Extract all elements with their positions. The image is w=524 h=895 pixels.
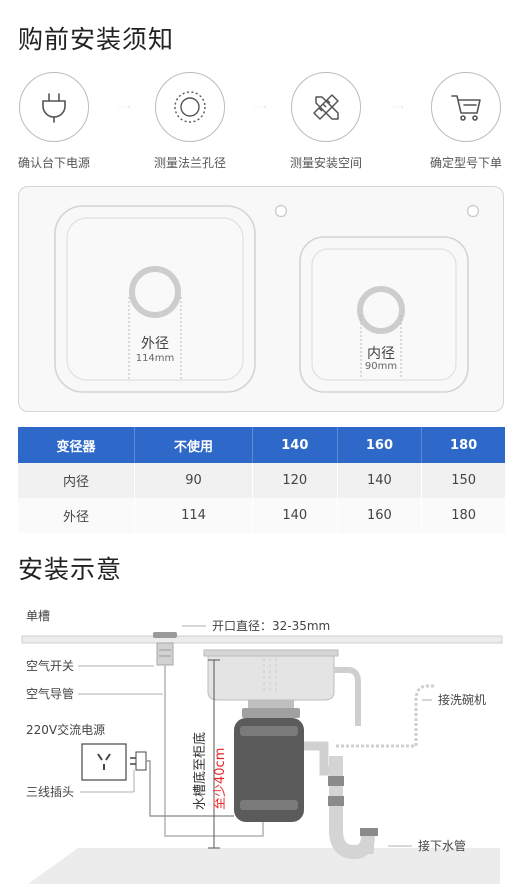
table-row: 外径 114 140 160 180	[18, 498, 505, 533]
section-title-purchase: 购前安装须知	[18, 25, 175, 54]
step-order-label: 确定型号下单	[429, 156, 502, 170]
sink-top-view: 外径 114mm 内径 90mm	[18, 186, 504, 412]
table-header: 变径器	[18, 427, 136, 463]
step-flange-label: 测量法兰孔径	[153, 156, 226, 170]
inner-diameter-value: 90mm	[364, 361, 398, 372]
ruler-pencil-icon	[291, 72, 361, 142]
table-cell: 160	[337, 498, 423, 533]
table-cell: 140	[252, 498, 338, 533]
step-space-label: 测量安装空间	[289, 156, 362, 170]
step-power: 确认台下电源	[4, 72, 104, 171]
flange-icon	[155, 72, 225, 142]
drain-pipe-label: 接下水管	[418, 838, 466, 853]
step-flange: 测量法兰孔径	[140, 72, 240, 171]
cart-icon	[431, 72, 501, 142]
air-tube-label: 空气导管	[26, 686, 74, 701]
three-pin-plug-label: 三线插头	[26, 785, 74, 799]
install-diagram: 单槽 开口直径：32-35mm 空气开关 空气导管 220V交流电源 三线插头 …	[18, 596, 508, 888]
table-header-row: 变径器 不使用 140 160 180	[18, 427, 505, 463]
table-header: 160	[337, 427, 423, 463]
steps-row: 确认台下电源 测量法兰孔径 测量安装空间	[0, 72, 524, 172]
table-cell: 外径	[18, 498, 136, 533]
step-order: 确定型号下单	[416, 72, 516, 171]
plug-icon	[19, 72, 89, 142]
table-header: 不使用	[134, 427, 253, 463]
arrow-icon	[254, 106, 267, 108]
table-header: 180	[421, 427, 505, 463]
table-cell: 140	[337, 463, 423, 498]
table-cell: 内径	[18, 463, 136, 498]
power-supply-label: 220V交流电源	[26, 722, 105, 737]
air-switch-label: 空气开关	[26, 658, 74, 673]
table-row: 内径 90 120 140 150	[18, 463, 505, 498]
adapter-spec-table: 变径器 不使用 140 160 180 内径 90 120 140 150 外径…	[18, 427, 505, 533]
arrow-icon	[391, 106, 404, 108]
inner-diameter-label: 内径	[367, 346, 395, 362]
table-cell: 90	[134, 463, 253, 498]
table-cell: 120	[252, 463, 338, 498]
dishwasher-label: 接洗碗机	[438, 692, 486, 707]
outer-diameter-value: 114mm	[135, 353, 175, 364]
step-space: 测量安装空间	[276, 72, 376, 171]
outer-diameter-label: 外径	[141, 336, 169, 352]
arrow-icon	[118, 106, 131, 108]
height-dimension-label: 水槽底至柜底	[192, 732, 208, 810]
table-header: 140	[252, 427, 338, 463]
min-height-value: 至少40cm	[213, 748, 228, 810]
single-sink-label: 单槽	[26, 609, 50, 623]
opening-diameter-label: 开口直径：32-35mm	[212, 619, 330, 633]
step-power-label: 确认台下电源	[17, 156, 90, 170]
table-cell: 180	[421, 498, 505, 533]
section-title-install: 安装示意	[18, 555, 123, 584]
table-cell: 150	[421, 463, 505, 498]
table-cell: 114	[134, 498, 253, 533]
